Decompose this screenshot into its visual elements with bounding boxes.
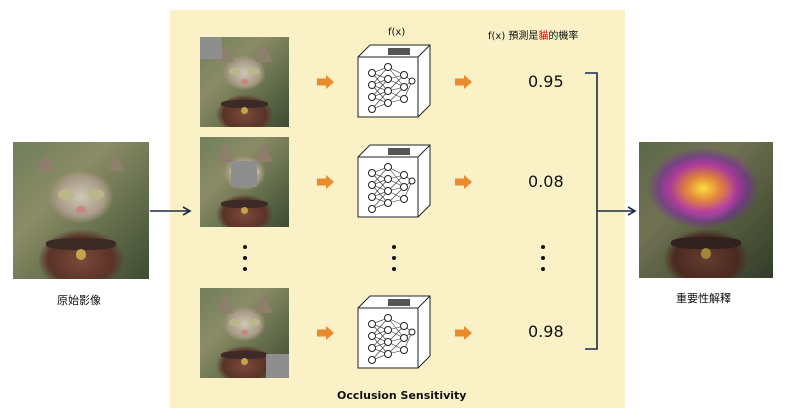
probability-header-prefix: f(x) 預測是: [488, 31, 539, 42]
probability-header: f(x) 預測是貓的機率: [488, 27, 578, 42]
model-header: f(x): [388, 27, 406, 38]
original-cat-image: [13, 142, 149, 279]
neural-network-cube-icon: [357, 144, 431, 218]
bracket-icon: [585, 72, 598, 350]
probability-value-1: 0.95: [528, 72, 564, 91]
occlusion-patch: [200, 37, 222, 59]
probability-header-highlight: 貓: [538, 31, 549, 42]
occlusion-patch: [231, 161, 257, 187]
output-caption: 重要性解釋: [676, 292, 731, 305]
occluded-image-2: [200, 137, 289, 227]
orange-arrow-icon: [317, 175, 334, 189]
importance-heatmap-image: [639, 142, 773, 278]
orange-arrow-icon: [455, 175, 472, 189]
occluded-image-3: [200, 288, 289, 378]
probability-value-2: 0.08: [528, 172, 564, 191]
orange-arrow-icon: [317, 75, 334, 89]
occlusion-patch: [266, 354, 289, 378]
input-caption: 原始影像: [57, 294, 101, 307]
heatmap-overlay: [639, 142, 773, 278]
occluded-image-1: [200, 37, 289, 127]
probability-value-3: 0.98: [528, 322, 564, 341]
orange-arrow-icon: [455, 326, 472, 340]
probability-header-suffix: 的機率: [548, 31, 579, 42]
neural-network-cube-icon: [357, 44, 431, 118]
orange-arrow-icon: [455, 75, 472, 89]
orange-arrow-icon: [317, 326, 334, 340]
neural-network-cube-icon: [357, 295, 431, 369]
diagram-title: Occlusion Sensitivity: [337, 389, 467, 402]
